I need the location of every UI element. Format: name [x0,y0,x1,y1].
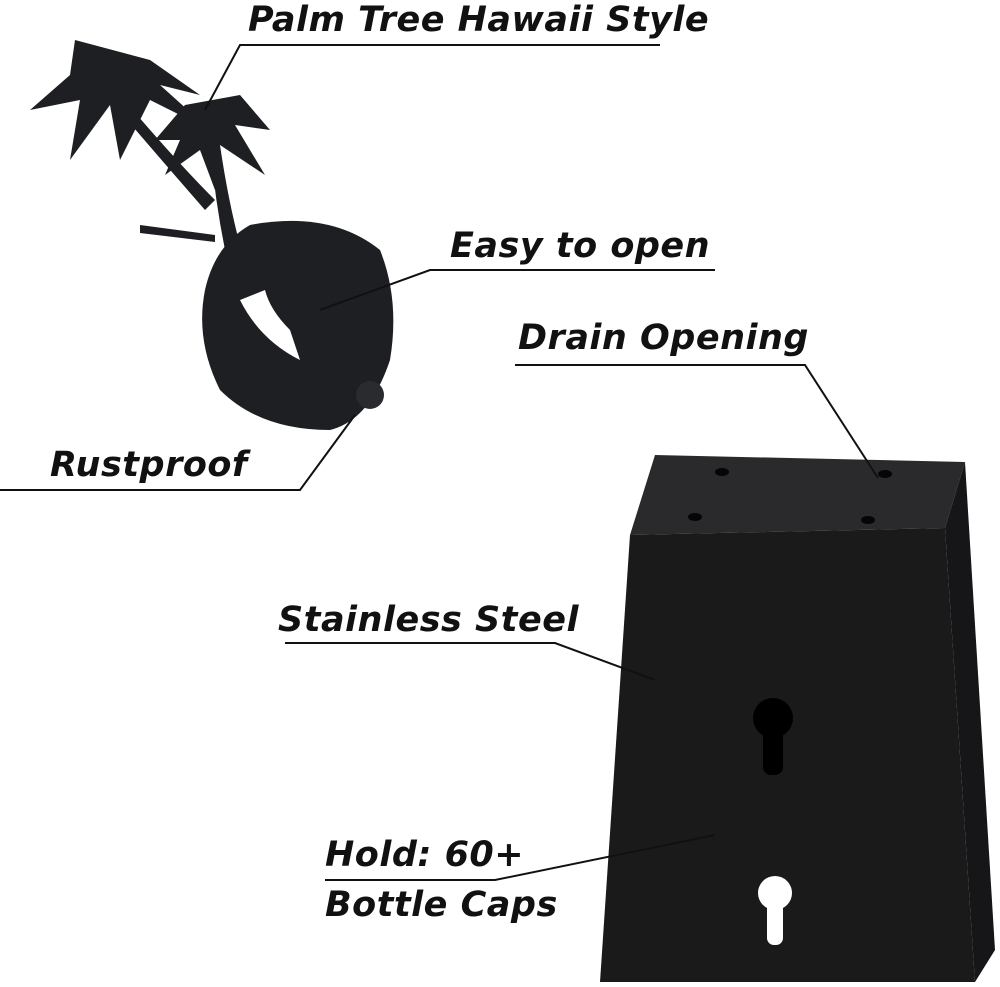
palm-tree-large [30,40,215,210]
label-hold-capacity: Hold: 60+ [325,835,525,875]
label-bottle-caps: Bottle Caps [325,885,558,925]
screw [140,225,215,242]
keyhole-upper [753,698,793,775]
keyhole-lower [758,876,792,945]
box-right-side [945,462,995,982]
bottle-opener [30,40,394,430]
label-drain-opening: Drain Opening [518,318,809,358]
palm-tree-small [155,95,270,250]
screw-head [356,381,384,409]
label-easy-open: Easy to open [450,226,711,266]
drain-holes [688,468,892,524]
box-front [600,528,975,982]
leader-lines [0,44,879,881]
cap-catcher-box [600,455,995,982]
box-top [630,455,965,535]
label-palm-tree: Palm Tree Hawaii Style [248,0,710,40]
label-stainless-steel: Stainless Steel [278,600,579,640]
label-rustproof: Rustproof [50,445,248,485]
